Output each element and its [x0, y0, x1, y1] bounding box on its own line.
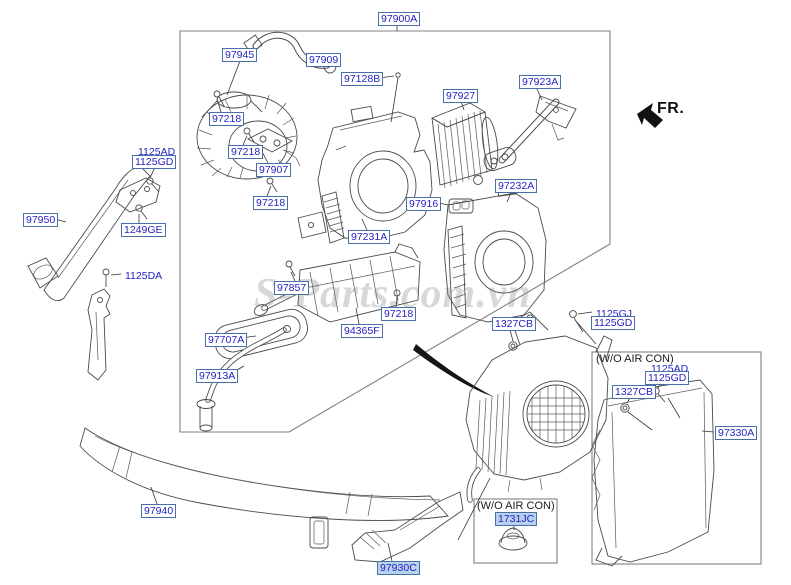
screw-1125gj: [569, 310, 584, 333]
part-label-97909-2[interactable]: 97909: [306, 53, 342, 67]
nut-1327cb-right: [620, 403, 630, 413]
wo-aircon-bottom-title: (W/O AIR CON): [477, 500, 555, 512]
part-label-1327cb-28[interactable]: 1327CB: [612, 385, 656, 399]
bolt-1125da: [102, 268, 110, 287]
part-label-94365f-20[interactable]: 94365F: [341, 324, 383, 338]
lower-duct-97940-drawing: [79, 427, 449, 549]
part-label-97857-18[interactable]: 97857: [274, 281, 310, 295]
wo-aircon-bottom-box: [473, 498, 558, 564]
part-label-97907-8[interactable]: 97907: [256, 163, 292, 177]
cover-97330a-drawing: [591, 379, 715, 567]
part-label-97950-15[interactable]: 97950: [23, 213, 59, 227]
leader-lines: [54, 26, 715, 562]
part-label-97330a-29[interactable]: 97330A: [715, 426, 758, 440]
side-case-97232a-drawing: [443, 184, 547, 323]
part-label-97900a-0[interactable]: 97900A: [378, 12, 421, 26]
screw-97218-4: [393, 289, 401, 304]
part-label-97707a-21[interactable]: 97707A: [205, 333, 248, 347]
part-label-1125gd-14[interactable]: 1125GD: [132, 155, 177, 169]
clip-97916-drawing: [448, 198, 474, 214]
part-label-97218-9[interactable]: 97218: [253, 196, 289, 210]
wo-aircon-right-title: (W/O AIR CON): [596, 353, 674, 365]
part-label-97128b-3[interactable]: 97128B: [341, 72, 384, 86]
blower-unit-drawing: [465, 311, 613, 503]
pipe-assembly-drawing: [483, 95, 577, 171]
part-label-97916-10[interactable]: 97916: [406, 197, 442, 211]
part-label-97927-4[interactable]: 97927: [443, 89, 479, 103]
screw-1249ge: [135, 204, 148, 220]
main-diagram-frame: [179, 30, 611, 433]
part-label-97231a-12[interactable]: 97231A: [348, 230, 391, 244]
part-label-1327cb-23[interactable]: 1327CB: [492, 317, 536, 331]
watermark-swoosh: [413, 344, 494, 397]
part-label-1731jc-32[interactable]: 1731JC: [495, 512, 538, 526]
bracket-97907-drawing: [247, 128, 301, 167]
part-label-97218-6[interactable]: 97218: [209, 112, 245, 126]
screw-97218-2: [243, 127, 255, 143]
part-label-97218-19[interactable]: 97218: [381, 307, 417, 321]
defroster-duct-97950-drawing: [27, 165, 161, 302]
fr-direction-arrow-icon: [637, 103, 663, 128]
part-label-97930c-31[interactable]: 97930C: [377, 561, 420, 575]
part-label-97945-1[interactable]: 97945: [222, 48, 258, 62]
part-label-97940-30[interactable]: 97940: [141, 504, 177, 518]
wo-aircon-right-box: [591, 351, 762, 565]
part-label-97923a-5[interactable]: 97923A: [519, 75, 562, 89]
side-bracket-drawing: [87, 288, 111, 381]
part-label-1125gd-25[interactable]: 1125GD: [591, 316, 636, 330]
screw-97218-1: [213, 90, 225, 107]
side-duct-97930c-drawing: [351, 491, 464, 563]
fr-direction-label: FR.: [657, 100, 685, 117]
part-label-97232a-11[interactable]: 97232A: [495, 179, 538, 193]
evaporator-core-drawing: [430, 102, 499, 189]
screw-97218-3: [266, 177, 278, 193]
bolt-97857: [285, 260, 296, 277]
part-label-1249ge-16[interactable]: 1249GE: [121, 223, 166, 237]
part-label-97218-7[interactable]: 97218: [228, 145, 264, 159]
part-label-1125da-17[interactable]: 1125DA: [125, 270, 163, 282]
heater-case-97231a-drawing: [297, 105, 433, 244]
grommet-1731jc-drawing: [498, 527, 528, 551]
part-label-1125gd-27[interactable]: 1125GD: [645, 371, 690, 385]
part-label-97913a-22[interactable]: 97913A: [196, 369, 239, 383]
screw-1125gd-left: [146, 177, 160, 193]
